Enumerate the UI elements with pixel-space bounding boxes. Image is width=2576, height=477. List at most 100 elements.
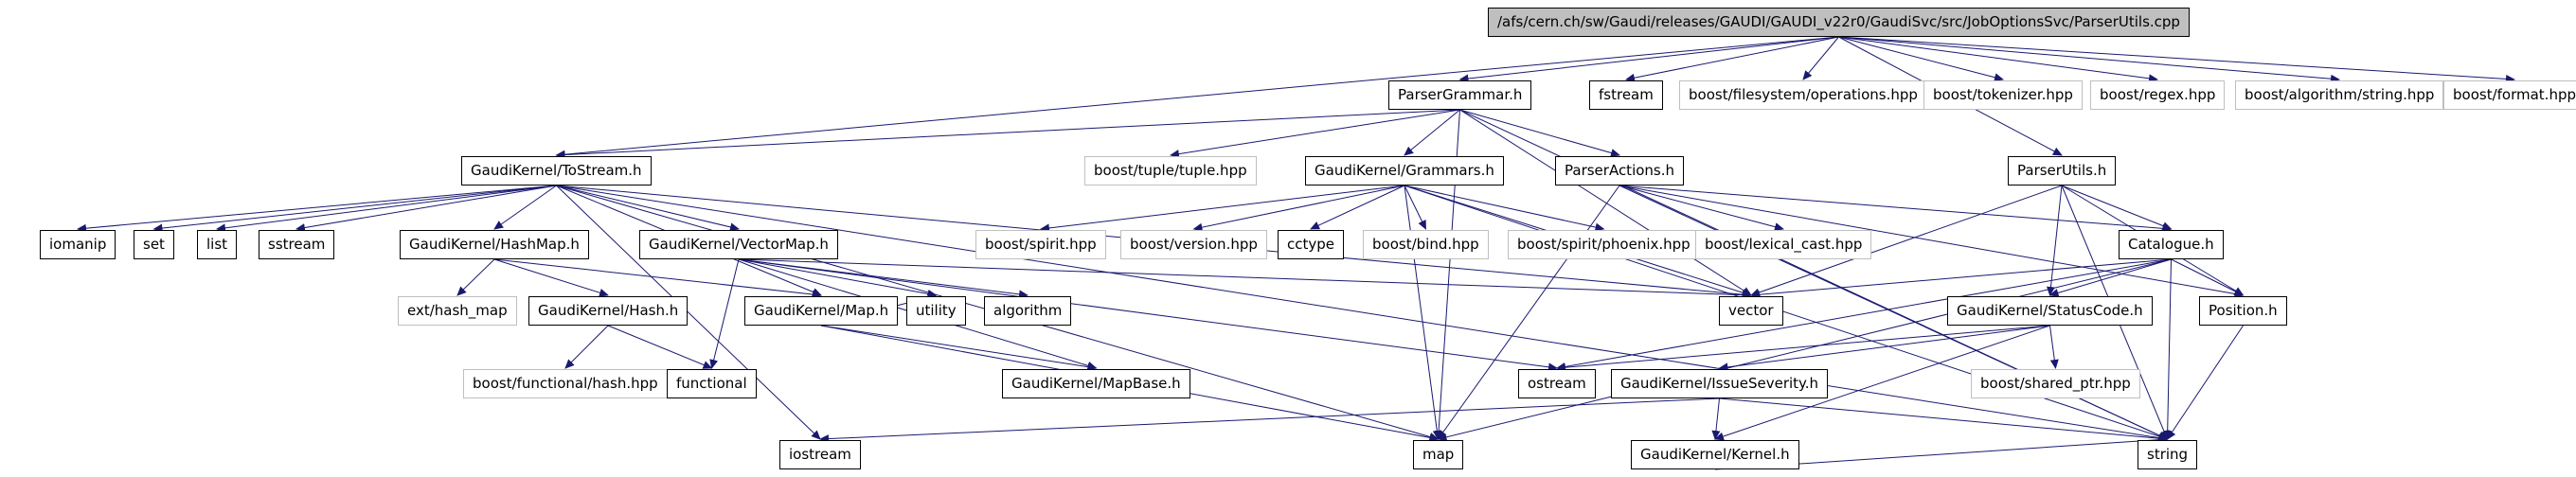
graph-node-root: /afs/cern.ch/sw/Gaudi/releases/GAUDI/GAU… bbox=[1488, 8, 2190, 37]
graph-edge-issueseverity-to-kernel bbox=[1711, 398, 1721, 440]
graph-edge-catalogue-to-position bbox=[2171, 258, 2245, 296]
graph-edge-grammars-to-cctype bbox=[1310, 185, 1405, 230]
graph-node-algorithm[interactable]: algorithm bbox=[984, 296, 1072, 326]
graph-edge-hashmap-to-hash bbox=[493, 258, 609, 297]
graph-edge-parseractions-to-position bbox=[1619, 185, 2245, 298]
graph-edge-grammars-to-version bbox=[1192, 185, 1405, 232]
graph-edge-parsergrammar-to-parseractions bbox=[1459, 109, 1620, 157]
graph-node-tuple: boost/tuple/tuple.hpp bbox=[1084, 156, 1257, 186]
graph-edge-hash-to-functional bbox=[607, 325, 713, 369]
graph-node-phoenix: boost/spirit/phoenix.hpp bbox=[1508, 230, 1700, 259]
graph-node-grammars[interactable]: GaudiKernel/Grammars.h bbox=[1305, 156, 1504, 186]
graph-edge-statuscode-to-ostream bbox=[1556, 325, 2050, 372]
graph-edge-root-to-format bbox=[1838, 36, 2515, 83]
graph-node-position[interactable]: Position.h bbox=[2199, 296, 2287, 326]
graph-edge-tostream-to-list bbox=[216, 185, 557, 233]
graph-edge-tostream-to-hashmap bbox=[493, 185, 557, 230]
graph-node-mapheader[interactable]: GaudiKernel/Map.h bbox=[744, 296, 899, 326]
graph-node-list[interactable]: list bbox=[197, 230, 238, 259]
graph-node-sharedptr: boost/shared_ptr.hpp bbox=[1971, 369, 2140, 398]
graph-edge-root-to-regex bbox=[1838, 36, 2158, 83]
graph-edge-root-to-parsergrammar bbox=[1458, 36, 1839, 83]
graph-node-ostream[interactable]: ostream bbox=[1518, 369, 1596, 398]
graph-edge-issueseverity-to-string bbox=[1719, 398, 2169, 443]
graph-edge-parseractions-to-lexicalcast bbox=[1619, 185, 1784, 232]
graph-edge-issueseverity-to-iostream bbox=[819, 398, 1720, 444]
graph-edge-grammars-to-bind bbox=[1404, 185, 1426, 230]
graph-edge-parseractions-to-map bbox=[1437, 185, 1620, 440]
graph-edge-grammars-to-map bbox=[1404, 185, 1441, 440]
graph-edge-parsergrammar-to-tuple bbox=[1170, 109, 1460, 159]
graph-node-hashmap[interactable]: GaudiKernel/HashMap.h bbox=[400, 230, 589, 259]
graph-node-fstream[interactable]: fstream bbox=[1589, 80, 1663, 110]
graph-node-string[interactable]: string bbox=[2138, 440, 2198, 469]
graph-node-set[interactable]: set bbox=[134, 230, 174, 259]
graph-node-vectormap[interactable]: GaudiKernel/VectorMap.h bbox=[639, 230, 838, 259]
graph-edge-tostream-to-iostream bbox=[556, 185, 821, 440]
graph-node-parsergrammar[interactable]: ParserGrammar.h bbox=[1388, 80, 1532, 110]
graph-node-iostream[interactable]: iostream bbox=[779, 440, 861, 469]
graph-edge-catalogue-to-map bbox=[1437, 258, 2172, 442]
graph-node-utility[interactable]: utility bbox=[906, 296, 966, 326]
graph-node-version: boost/version.hpp bbox=[1120, 230, 1267, 259]
graph-node-vector[interactable]: vector bbox=[1719, 296, 1783, 326]
graph-edge-vectormap-to-functional bbox=[709, 258, 740, 369]
graph-node-exthashmap: ext/hash_map bbox=[398, 296, 517, 326]
graph-edge-statuscode-to-issueseverity bbox=[1718, 325, 2050, 372]
graph-edge-grammars-to-phoenix bbox=[1404, 185, 1605, 232]
graph-node-algostring: boost/algorithm/string.hpp bbox=[2235, 80, 2444, 110]
graph-node-functional[interactable]: functional bbox=[667, 369, 757, 398]
graph-node-regex: boost/regex.hpp bbox=[2090, 80, 2226, 110]
graph-edge-parserutils-to-vector bbox=[1750, 185, 2063, 297]
graph-node-tostream[interactable]: GaudiKernel/ToStream.h bbox=[461, 156, 652, 186]
graph-edge-position-to-string bbox=[2166, 325, 2244, 440]
graph-node-bind: boost/bind.hpp bbox=[1363, 230, 1489, 259]
graph-edge-grammars-to-spirit bbox=[1040, 185, 1405, 233]
graph-edge-parseractions-to-catalogue bbox=[1619, 185, 2173, 233]
graph-node-sstream[interactable]: sstream bbox=[259, 230, 335, 259]
graph-node-catalogue[interactable]: Catalogue.h bbox=[2119, 230, 2224, 259]
graph-node-hash[interactable]: GaudiKernel/Hash.h bbox=[528, 296, 689, 326]
graph-edge-parsergrammar-to-tostream bbox=[555, 109, 1460, 160]
graph-edge-vectormap-to-vector bbox=[738, 258, 1752, 300]
graph-node-cctype[interactable]: cctype bbox=[1278, 230, 1345, 259]
graph-edge-catalogue-to-vector bbox=[1750, 258, 2172, 299]
graph-edge-tostream-to-string bbox=[556, 185, 2169, 443]
graph-node-format: boost/format.hpp bbox=[2443, 80, 2576, 110]
graph-edge-parserutils-to-catalogue bbox=[2061, 185, 2173, 230]
graph-edge-tostream-to-set bbox=[152, 185, 557, 233]
graph-edge-root-to-fstream bbox=[1625, 36, 1839, 82]
graph-node-statuscode[interactable]: GaudiKernel/StatusCode.h bbox=[1947, 296, 2153, 326]
graph-node-iomanip[interactable]: iomanip bbox=[40, 230, 116, 259]
graph-node-map[interactable]: map bbox=[1413, 440, 1464, 469]
graph-node-parseractions[interactable]: ParserActions.h bbox=[1555, 156, 1685, 186]
graph-edge-root-to-tostream bbox=[555, 36, 1839, 159]
graph-edge-statuscode-to-sharedptr bbox=[2049, 325, 2059, 369]
graph-edge-vectormap-to-ostream bbox=[738, 258, 1558, 372]
graph-node-fsops: boost/filesystem/operations.hpp bbox=[1679, 80, 1927, 110]
graph-edge-root-to-algostring bbox=[1838, 36, 2340, 83]
graph-node-boosthash: boost/functional/hash.hpp bbox=[463, 369, 668, 398]
graph-edge-root-to-tokenizer bbox=[1838, 36, 2004, 82]
graph-node-issueseverity[interactable]: GaudiKernel/IssueSeverity.h bbox=[1611, 369, 1829, 398]
graph-edge-catalogue-to-statuscode bbox=[2048, 258, 2172, 297]
graph-edge-statuscode-to-kernel bbox=[1714, 325, 2050, 441]
graph-node-tokenizer: boost/tokenizer.hpp bbox=[1923, 80, 2083, 110]
graph-node-mapbase[interactable]: GaudiKernel/MapBase.h bbox=[1002, 369, 1190, 398]
graph-edge-tostream-to-vectormap bbox=[556, 185, 740, 232]
graph-edge-tostream-to-sstream bbox=[295, 185, 557, 232]
graph-node-parserutils[interactable]: ParserUtils.h bbox=[2008, 156, 2117, 186]
graph-edge-catalogue-to-string bbox=[2163, 258, 2173, 440]
graph-edge-root-to-fsops bbox=[1802, 36, 1839, 80]
graph-edge-catalogue-to-ostream bbox=[1556, 258, 2172, 371]
graph-node-kernel[interactable]: GaudiKernel/Kernel.h bbox=[1631, 440, 1799, 469]
graph-edge-hash-to-boosthash bbox=[564, 325, 609, 369]
graph-edge-vectormap-to-utility bbox=[738, 258, 938, 298]
graph-edge-hashmap-to-exthashmap bbox=[456, 258, 495, 296]
graph-node-spirit: boost/spirit.hpp bbox=[975, 230, 1106, 259]
graph-edge-parserutils-to-statuscode bbox=[2046, 185, 2063, 296]
graph-edge-hashmap-to-mapheader bbox=[493, 258, 822, 299]
graph-edge-tostream-to-iomanip bbox=[77, 185, 557, 233]
graph-node-lexicalcast: boost/lexical_cast.hpp bbox=[1695, 230, 1872, 259]
